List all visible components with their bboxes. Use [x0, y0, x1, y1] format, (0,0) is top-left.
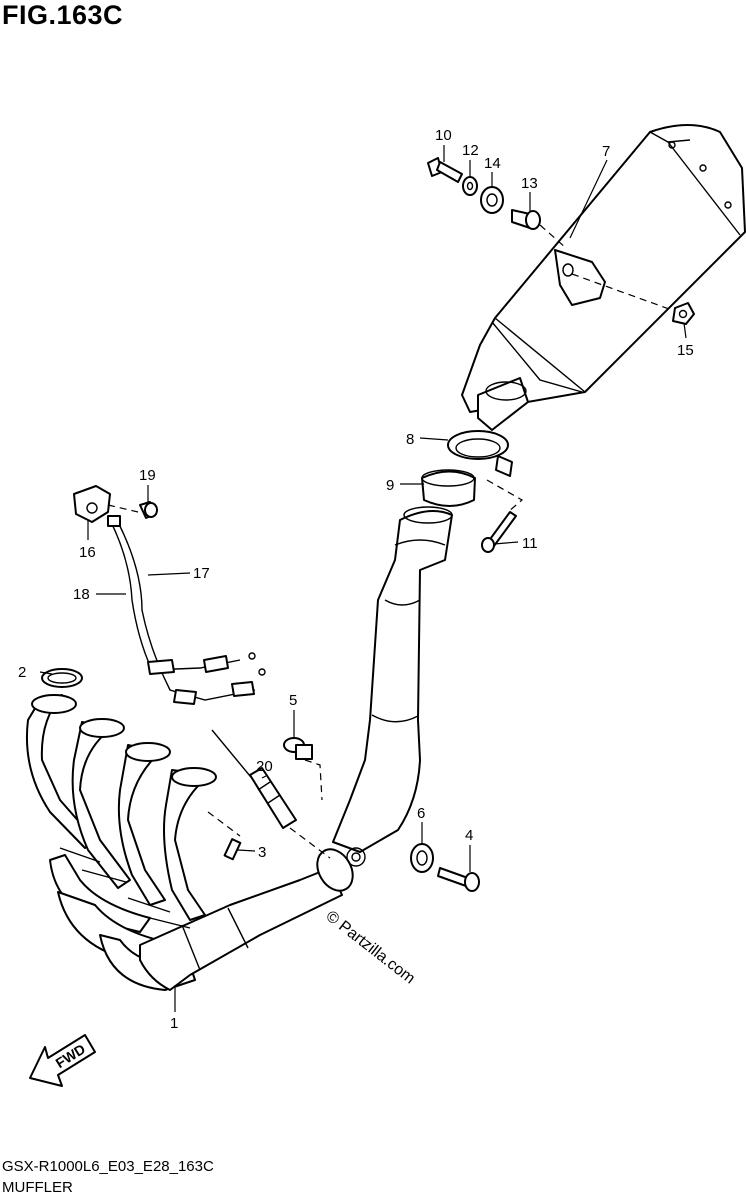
clamp-bolt-part[interactable]	[481, 479, 524, 553]
callout-1: 1	[170, 1015, 178, 1032]
sensor-harness-part[interactable]	[107, 515, 266, 705]
callout-7: 7	[602, 143, 610, 160]
section-name: MUFFLER	[2, 1179, 73, 1196]
grommet-part-14[interactable]	[480, 186, 504, 214]
callout-10: 10	[435, 127, 452, 144]
clamp-part[interactable]	[447, 430, 513, 477]
screw-part-19[interactable]	[139, 501, 158, 519]
callout-8: 8	[406, 431, 414, 448]
muffler-part[interactable]	[461, 124, 746, 431]
callout-14: 14	[484, 155, 501, 172]
callout-4: 4	[465, 827, 473, 844]
connector-pipe[interactable]	[332, 506, 453, 853]
callout-13: 13	[521, 175, 538, 192]
callout-19: 19	[139, 467, 156, 484]
bolt-part-10[interactable]	[427, 157, 463, 183]
bolt-part-3[interactable]	[207, 811, 242, 861]
callout-5: 5	[289, 692, 297, 709]
callout-2: 2	[18, 664, 26, 681]
callout-11: 11	[522, 535, 538, 552]
figure-title: FIG.163C	[2, 0, 124, 30]
muffler-gasket-part[interactable]	[421, 469, 476, 507]
watermark-text: © Partzilla.com	[323, 908, 418, 988]
oxygen-sensor-part[interactable]	[211, 729, 331, 859]
bolt-part-5[interactable]	[283, 737, 323, 801]
callout-leaders	[39, 145, 687, 1012]
callout-labels: 1 2 3 4 5 6 7 8 9 10 11 12 13 14 15 16 1…	[18, 127, 694, 1032]
callout-20: 20	[256, 758, 273, 775]
callout-6: 6	[417, 805, 425, 822]
collar-part[interactable]	[511, 209, 673, 311]
callout-16: 16	[79, 544, 96, 561]
callout-3: 3	[258, 844, 266, 861]
callout-15: 15	[677, 342, 694, 359]
forward-direction-arrow: FWD	[29, 1034, 96, 1087]
model-code: GSX-R1000L6_E03_E28_163C	[2, 1158, 214, 1175]
gasket-part[interactable]	[41, 668, 83, 688]
exhaust-header-assembly[interactable]	[25, 694, 366, 991]
callout-18: 18	[73, 586, 90, 603]
callout-17: 17	[193, 565, 210, 582]
sensor-bracket-part[interactable]	[73, 485, 139, 523]
nut-part[interactable]	[672, 302, 695, 325]
bolt-part-4[interactable]	[437, 867, 480, 892]
grommet-part-6[interactable]	[410, 843, 434, 873]
callout-12: 12	[462, 142, 479, 159]
washer-part-12[interactable]	[462, 176, 478, 196]
callout-9: 9	[386, 477, 394, 494]
